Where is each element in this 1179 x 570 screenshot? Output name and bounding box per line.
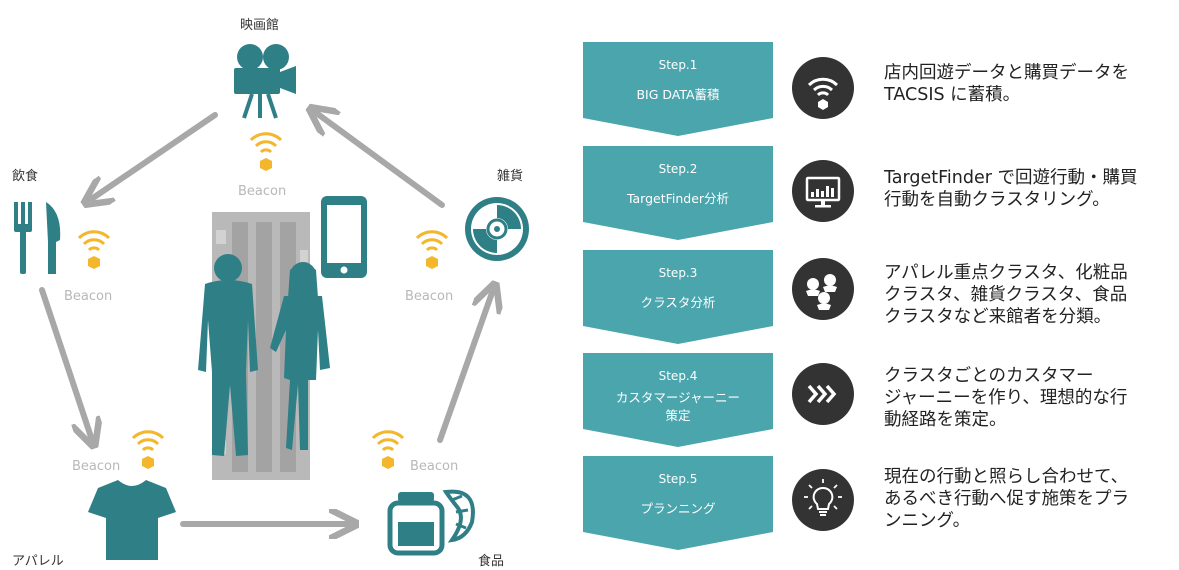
chevrons-icon <box>807 384 837 404</box>
beacon-goods-icon <box>415 230 449 269</box>
step-4-title: Step.4 <box>658 369 698 383</box>
step-3-title: Step.3 <box>658 266 698 280</box>
step-5-title: Step.5 <box>658 472 698 486</box>
smartphone-icon <box>321 196 367 278</box>
node-label-apparel: アパレル <box>12 554 64 569</box>
node-label-goods: 雑貨 <box>497 169 524 184</box>
node-label-cinema: 映画館 <box>240 18 280 33</box>
step-4-icon-circle <box>792 363 854 425</box>
step-1-description: 店内回遊データと購買データを TACSIS に蓄積。 <box>884 63 1129 105</box>
step-3-description: アパレル重点クラスタ、化粧品 クラスタ、雑貨クラスタ、食品 クラスタなど来館者を… <box>884 263 1128 327</box>
step-4-description: クラスタごとのカスタマー ジャーニーを作り、理想的な行 動経路を策定。 <box>884 366 1128 430</box>
woman-silhouette-icon <box>270 262 330 450</box>
arrow-cinema-to-food-drink <box>90 112 218 200</box>
step-1-title: Step.1 <box>658 58 698 72</box>
step-chevron-shape <box>583 456 773 550</box>
beacon-label-cinema: Beacon <box>238 184 287 199</box>
step-5-icon-circle <box>792 469 854 531</box>
beacon-label-apparel: Beacon <box>72 459 121 474</box>
step-4: Step.4 カスタマージャーニー 策定 <box>583 353 773 449</box>
step-3-name: クラスタ分析 <box>640 295 716 310</box>
step-1-icon-circle <box>792 57 854 119</box>
step-5: Step.5 プランニング <box>583 456 773 552</box>
beacon-apparel-icon <box>131 430 165 469</box>
step-2-description: TargetFinder で回遊行動・購買 行動を自動クラスタリング。 <box>884 168 1138 210</box>
step-5-description: 現在の行動と照らし合わせて、 あるべき行動へ促す施策をプラ ンニング。 <box>884 467 1129 531</box>
step-1-name: BIG DATA蓄積 <box>636 87 720 102</box>
wifi-icon <box>807 77 839 110</box>
step-2-name: TargetFinder分析 <box>626 191 730 206</box>
lightbulb-icon <box>804 479 842 516</box>
beacon-label-goods: Beacon <box>405 289 454 304</box>
step-chevron-shape <box>583 353 773 447</box>
cd-disc-icon <box>465 197 529 261</box>
beacon-label-food-drink: Beacon <box>64 289 113 304</box>
flow-arrows <box>39 112 493 524</box>
people-cluster-icon <box>806 274 837 310</box>
step-4-name: カスタマージャーニー 策定 <box>615 390 741 423</box>
step-3-icon-circle <box>792 258 854 320</box>
arrow-food-to-goods <box>437 290 493 443</box>
step-chevron-shape <box>583 250 773 344</box>
step-3: Step.3 クラスタ分析 <box>583 250 773 346</box>
step-chevron-shape <box>583 42 773 136</box>
arrow-goods-to-cinema <box>315 112 445 208</box>
step-chevron-shape <box>583 146 773 240</box>
step-2-title: Step.2 <box>658 162 698 176</box>
circulation-diagram <box>14 44 529 560</box>
beacon-food-icon <box>371 430 405 469</box>
beacon-food-drink-icon <box>77 230 111 269</box>
beacon-cinema-icon <box>249 132 283 171</box>
jar-and-croissant-icon <box>387 489 475 556</box>
man-silhouette-icon <box>198 254 258 456</box>
movie-camera-icon <box>234 44 296 119</box>
cutlery-icon <box>14 202 61 274</box>
node-label-food: 食品 <box>478 554 505 569</box>
monitor-chart-icon <box>805 176 841 208</box>
step-1: Step.1 BIG DATA蓄積 <box>583 42 773 138</box>
arrow-food-drink-to-apparel <box>39 287 92 440</box>
node-label-food-drink: 飲食 <box>12 169 39 184</box>
step-5-name: プランニング <box>640 501 716 516</box>
step-2-icon-circle <box>792 160 854 222</box>
tshirt-icon <box>88 480 176 560</box>
beacon-label-food: Beacon <box>410 459 459 474</box>
step-2: Step.2 TargetFinder分析 <box>583 146 773 242</box>
